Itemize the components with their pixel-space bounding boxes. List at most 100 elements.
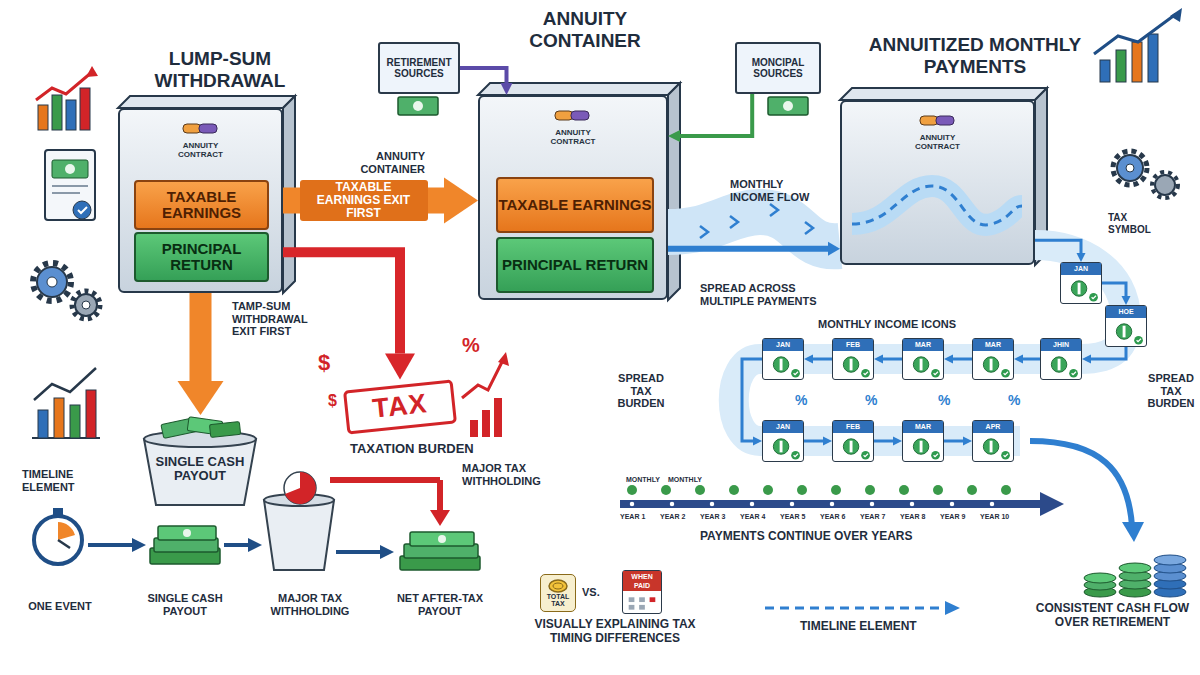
chart-icon-part (38, 105, 48, 130)
step-label: NET AFTER-TAX PAYOUT (385, 592, 495, 617)
flow-arrow (944, 440, 963, 443)
source-document: RETIREMENT SOURCES (378, 42, 460, 94)
flow-arrow (1102, 283, 1126, 296)
year-ticks-part (909, 501, 915, 507)
calendar-body-part (864, 454, 868, 457)
safe-faces (118, 83, 1047, 300)
calendar-body-part (773, 439, 788, 454)
calendar-body-part (1078, 283, 1081, 295)
versus-label: VS. (582, 586, 600, 599)
year-timeline (620, 485, 1064, 516)
calendar-body-part (1092, 296, 1096, 299)
chart-icon-part (36, 72, 92, 100)
certificate-icon (45, 150, 95, 220)
calendar-icon: MAR (902, 420, 944, 462)
withholding-bucket-part (285, 472, 316, 504)
gears-icon (33, 263, 100, 319)
node-text: MONCIPAL SOURCES (740, 57, 816, 79)
flow-arrow (1023, 358, 1040, 361)
callout-label: TAXATION BURDEN (350, 442, 474, 457)
year-ticks-part (749, 501, 755, 507)
node-text: TAXABLE EARNINGS (498, 197, 652, 214)
gears-icon-part (47, 277, 57, 287)
calendar-body-part (913, 439, 928, 454)
calendar-body-part (1001, 369, 1010, 378)
certificate-icon-part (65, 164, 75, 174)
year-ticks-part (629, 501, 635, 507)
node-text: JAN (763, 421, 803, 433)
calendar-icon: MAR (972, 338, 1014, 380)
certificate-icon-part (73, 201, 91, 219)
coin-stacks-part (1084, 573, 1116, 583)
node-text: PRINCIPAL RETURN (136, 241, 267, 274)
chart-icon (36, 66, 98, 130)
total-tax-icon: TOTAL TAX (540, 574, 576, 612)
tax-stamp: TAX (343, 379, 457, 434)
node-text: JHIN (1041, 339, 1081, 351)
percent-sign: % (795, 392, 807, 408)
handshake-icon-part (920, 116, 938, 125)
tick-label: MONTHLY (668, 476, 702, 484)
coin-stacks-part (1119, 563, 1151, 573)
calendar-icon: JAN (762, 420, 804, 462)
node-text: APR (973, 421, 1013, 433)
calendar-body-part (650, 597, 656, 602)
year-ticks-part (829, 501, 835, 507)
calendar-body-part (931, 451, 940, 460)
timeline-arrows-part (336, 550, 380, 554)
payment-band-part (1030, 441, 1132, 526)
calendar-body-part (850, 359, 853, 371)
source-document: MONCIPAL SOURCES (735, 42, 821, 94)
annuity-safe: ANNUITY CONTRACTTAXABLE EARNINGSPRINCIPA… (118, 108, 283, 293)
section-heading: LUMP-SUM WITHDRAWAL (120, 48, 320, 92)
year-ticks-part (669, 501, 675, 507)
timeline-arrows (88, 538, 394, 559)
step-label: MAJOR TAX WITHHOLDING (255, 592, 365, 617)
gears-icon-part (75, 294, 97, 316)
calendar-body (903, 352, 943, 379)
calendar-body-part (780, 441, 783, 453)
handshake-icon-part (555, 111, 573, 120)
calendar-body-part (791, 369, 800, 378)
growth-chart (1094, 8, 1182, 82)
year-ticks-part (789, 501, 795, 507)
growth-chart-part (1170, 8, 1182, 22)
year-label: YEAR 2 (660, 513, 685, 521)
calendar-body-part (1004, 372, 1008, 375)
stopwatch-icon-part (58, 522, 75, 540)
cash-stack-icon (150, 526, 220, 564)
check-marks-part (661, 485, 671, 495)
tick-label: MONTHLY (626, 476, 660, 484)
flow-arrow (668, 246, 828, 252)
handshake-icon-part (936, 116, 954, 125)
flow-band-part (668, 212, 840, 246)
cash-stack-icon-part (158, 526, 216, 540)
node-text: SINGLE CASH PAYOUT (148, 455, 252, 484)
calendar-icon: JAN (1060, 262, 1102, 304)
chart-icon-part (38, 410, 48, 438)
calendar-icon: JHIN (1040, 338, 1082, 380)
calendar-body-part (1069, 369, 1078, 378)
flow-arrow (283, 252, 400, 353)
coin-stacks (1084, 555, 1186, 597)
handshake-icon (181, 118, 221, 138)
bucket-shape-part (209, 421, 240, 437)
calendar-body-part (791, 451, 800, 460)
check-marks-part (865, 485, 875, 495)
flow-band-part (700, 226, 708, 238)
check-marks-part (729, 485, 739, 495)
flow-band-part (805, 222, 813, 234)
certificate-icon-part (52, 185, 88, 187)
dashed-timeline (765, 601, 960, 615)
calendar-body-part (1123, 326, 1126, 338)
node-text: MAR (903, 421, 943, 433)
flow-arrow (1035, 240, 1081, 253)
flow-arrow (190, 293, 212, 381)
calendar-body-part (931, 369, 940, 378)
handshake-icon (553, 105, 593, 125)
check-marks-part (1001, 485, 1011, 495)
cash-stack-icon-part (183, 529, 191, 537)
node-text: JAN (1061, 263, 1101, 275)
flow-arrow (883, 358, 902, 361)
gears-icon-part (1113, 151, 1147, 185)
